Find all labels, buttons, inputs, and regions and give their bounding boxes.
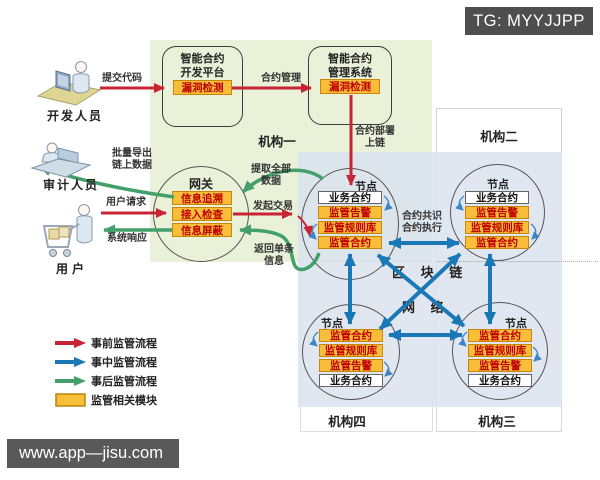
legend-row-module: 监管相关模块 <box>55 391 225 409</box>
label-return-single-line1: 返回单条 <box>254 244 294 255</box>
node1-alert-module: 监管告警 <box>318 206 382 219</box>
site-watermark-bar: www.app—jisu.com <box>7 439 179 468</box>
gateway-access-check-module: 接入检查 <box>172 207 232 221</box>
node2-circle <box>450 164 545 261</box>
user-icon <box>42 204 93 257</box>
node3-title: 节点 <box>505 318 527 330</box>
developer-label: 开发人员 <box>46 109 103 123</box>
legend: 事前监管流程 事中监管流程 事后监管流程 监管相关模块 <box>55 334 225 410</box>
node3-rulebase-module: 监管规则库 <box>468 344 532 357</box>
label-batch-export-line2: 链上数据 <box>112 159 152 171</box>
mgmt-vulnerability-check-module: 漏洞检测 <box>320 79 380 94</box>
node3-alert-module: 监管告警 <box>468 359 532 372</box>
label-system-response: 系统响应 <box>107 233 147 244</box>
mgmt-system-title-line1: 智能合约 <box>328 53 372 65</box>
dev-vulnerability-check-module: 漏洞检测 <box>173 80 232 95</box>
legend-label-module: 监管相关模块 <box>91 395 157 407</box>
label-return-single: 返回单条 信息 <box>252 244 296 268</box>
label-consensus: 合约共识 合约执行 <box>400 211 444 235</box>
node1-rulebase-module: 监管规则库 <box>318 221 382 234</box>
user-label: 用户 <box>55 262 88 276</box>
legend-row-mid: 事中监管流程 <box>55 353 225 371</box>
label-submit-code: 提交代码 <box>102 73 142 84</box>
node1-supervision-contract: 监管合约 <box>318 236 382 249</box>
org4-label: 机构四 <box>328 415 366 429</box>
org2-label: 机构二 <box>480 130 518 144</box>
label-deploy-line1: 合约部署 <box>355 126 395 137</box>
legend-row-pre: 事前监管流程 <box>55 334 225 352</box>
node4-rulebase-module: 监管规则库 <box>319 344 383 357</box>
label-extract-all: 提取全部 数据 <box>248 164 294 188</box>
label-batch-export: 批量导出 链上数据 <box>108 148 156 172</box>
org1-label: 机构一 <box>258 135 296 149</box>
label-batch-export-line1: 批量导出 <box>112 148 152 159</box>
node4-alert-module: 监管告警 <box>319 359 383 372</box>
legend-row-post: 事后监管流程 <box>55 372 225 390</box>
node1-business-contract: 业务合约 <box>318 191 382 204</box>
auditor-icon <box>30 142 92 178</box>
node2-alert-module: 监管告警 <box>465 206 529 219</box>
blockchain-label-line1: 区 块 链 <box>392 265 469 280</box>
node3-business-contract: 业务合约 <box>468 374 532 387</box>
node1-title: 节点 <box>355 181 377 193</box>
blue-arrow-icon <box>55 356 91 368</box>
node4-business-contract: 业务合约 <box>319 374 383 387</box>
dev-platform-title-line2: 开发平台 <box>180 66 225 79</box>
node2-title: 节点 <box>487 179 509 191</box>
legend-label-post: 事后监管流程 <box>91 376 157 388</box>
label-deploy-onchain: 合约部署 上链 <box>352 126 398 150</box>
label-return-single-line2: 信息 <box>264 255 284 267</box>
node2-supervision-contract: 监管合约 <box>465 236 529 249</box>
node4-title: 节点 <box>321 318 343 330</box>
label-deploy-line2: 上链 <box>365 137 385 149</box>
node4-supervision-contract: 监管合约 <box>319 329 383 342</box>
label-consensus-line1: 合约共识 <box>402 211 442 222</box>
dev-platform-title-line1: 智能合约 <box>180 53 225 65</box>
node2-business-contract: 业务合约 <box>465 191 529 204</box>
label-initiate-tx: 发起交易 <box>253 201 293 212</box>
gateway-info-shield-module: 信息屏蔽 <box>172 223 232 237</box>
label-user-request: 用户请求 <box>106 197 146 208</box>
mgmt-system-title-line2: 管理系统 <box>328 66 372 79</box>
blockchain-label-line2: 网 络 <box>402 300 450 315</box>
gateway-info-trace-module: 信息追溯 <box>172 191 232 205</box>
yellow-box-icon <box>55 393 91 407</box>
label-extract-all-line2: 数据 <box>261 175 281 187</box>
legend-label-mid: 事中监管流程 <box>91 357 157 369</box>
label-extract-all-line1: 提取全部 <box>251 164 291 175</box>
divider-dotted-line <box>437 261 598 262</box>
org3-label: 机构三 <box>478 415 516 429</box>
green-arrow-icon <box>55 375 91 387</box>
label-contract-mgmt: 合约管理 <box>261 73 301 84</box>
developer-icon <box>36 61 102 106</box>
red-arrow-icon <box>55 337 91 349</box>
node2-rulebase-module: 监管规则库 <box>465 221 529 234</box>
auditor-label: 审计人员 <box>42 178 99 192</box>
label-consensus-line2: 合约执行 <box>402 222 442 234</box>
tg-watermark-badge: TG: MYYJJPP <box>465 7 593 35</box>
legend-label-pre: 事前监管流程 <box>91 338 157 350</box>
gateway-title: 网关 <box>188 177 213 191</box>
node3-supervision-contract: 监管合约 <box>468 329 532 342</box>
node3-circle <box>452 302 548 400</box>
